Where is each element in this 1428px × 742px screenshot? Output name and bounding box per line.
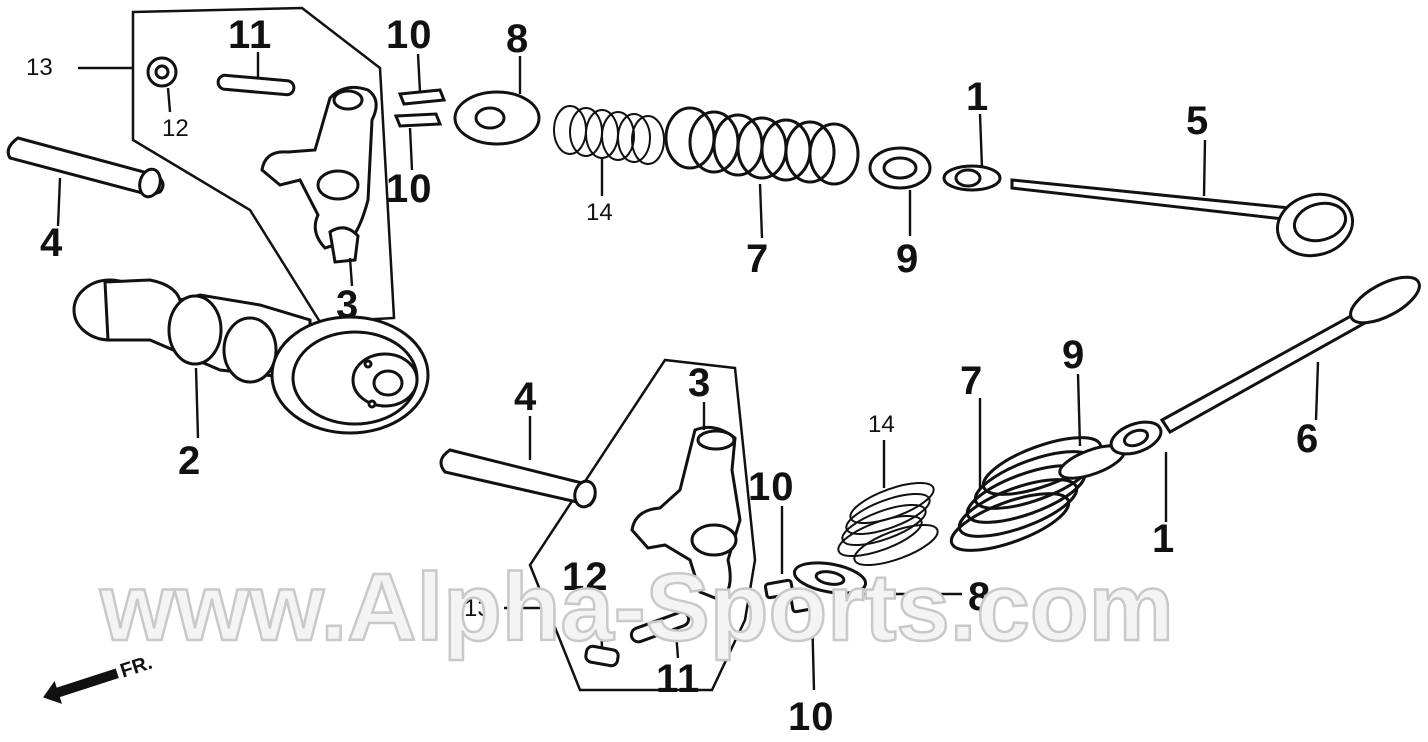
callout-10-upper-b: 10	[386, 167, 433, 211]
rocker-arm-lower	[630, 425, 742, 602]
callout-6: 6	[1296, 417, 1319, 461]
exhaust-valve	[1159, 275, 1421, 434]
rocker-arm-upper	[260, 85, 378, 264]
outer-spring-lower	[949, 436, 1103, 552]
callout-7-lower: 7	[960, 359, 983, 403]
callout-1-lower: 1	[1152, 517, 1175, 561]
callout-2: 2	[178, 439, 201, 483]
bolt-12-13-upper	[146, 56, 178, 88]
callout-8-lower: 8	[968, 575, 991, 619]
callout-3-upper: 3	[336, 283, 359, 327]
callout-4-upper: 4	[40, 221, 63, 265]
spring-seat-upper	[868, 146, 932, 190]
inner-spring-upper	[553, 105, 665, 165]
spring-retainer-upper	[453, 90, 541, 146]
callout-10-upper-a: 10	[386, 13, 433, 57]
callout-numbers-upper: 13 11 12 10 10 8 14 7 9 1 5 4 3 2	[26, 13, 1209, 483]
callout-12-upper: 12	[162, 115, 189, 142]
camshaft	[72, 278, 430, 435]
pin-11-lower	[629, 610, 691, 644]
callout-14-lower: 14	[868, 411, 895, 438]
callout-10-lower-b: 10	[788, 695, 835, 739]
outer-spring-upper	[664, 106, 860, 186]
callout-9-upper: 9	[896, 237, 919, 281]
valve-cotter-upper-b	[393, 112, 443, 128]
callout-13-upper: 13	[26, 54, 53, 81]
callout-10-lower-a: 10	[748, 465, 795, 509]
callout-3-lower: 3	[688, 361, 711, 405]
valve-cotter-lower-b	[789, 592, 821, 614]
callout-7-upper: 7	[746, 237, 769, 281]
stem-seal-upper	[942, 164, 1002, 192]
callout-11-upper: 11	[228, 13, 272, 57]
callout-13-lower: 13	[464, 595, 491, 622]
stem-seal-lower	[1109, 420, 1163, 456]
callout-14-upper: 14	[586, 199, 613, 226]
valve-cotter-upper-a	[397, 88, 447, 106]
inner-spring-lower	[837, 482, 939, 566]
callout-4-lower: 4	[514, 375, 537, 419]
rocker-shaft-lower	[439, 448, 597, 509]
callout-1-upper: 1	[966, 75, 989, 119]
callout-11-lower: 11	[656, 657, 700, 701]
callout-9-lower: 9	[1062, 333, 1085, 377]
callout-12-lower: 12	[562, 555, 609, 599]
pin-11-upper	[216, 73, 296, 97]
intake-valve	[1010, 178, 1355, 258]
watermark: www.Alpha-Sports.com	[99, 554, 1174, 661]
spring-retainer-lower	[792, 561, 868, 595]
valve-cotter-lower-a	[763, 578, 795, 600]
lower-rocker-group-outline	[528, 358, 757, 692]
rocker-shaft-upper	[6, 136, 165, 199]
leader-lines	[56, 52, 1320, 691]
callout-5: 5	[1186, 99, 1209, 143]
callout-numbers-lower: 4 3 14 7 9 6 1 10 12 13 8 11 10	[464, 333, 1319, 739]
bolt-12-lower	[584, 644, 620, 668]
callout-8-upper: 8	[506, 17, 529, 61]
